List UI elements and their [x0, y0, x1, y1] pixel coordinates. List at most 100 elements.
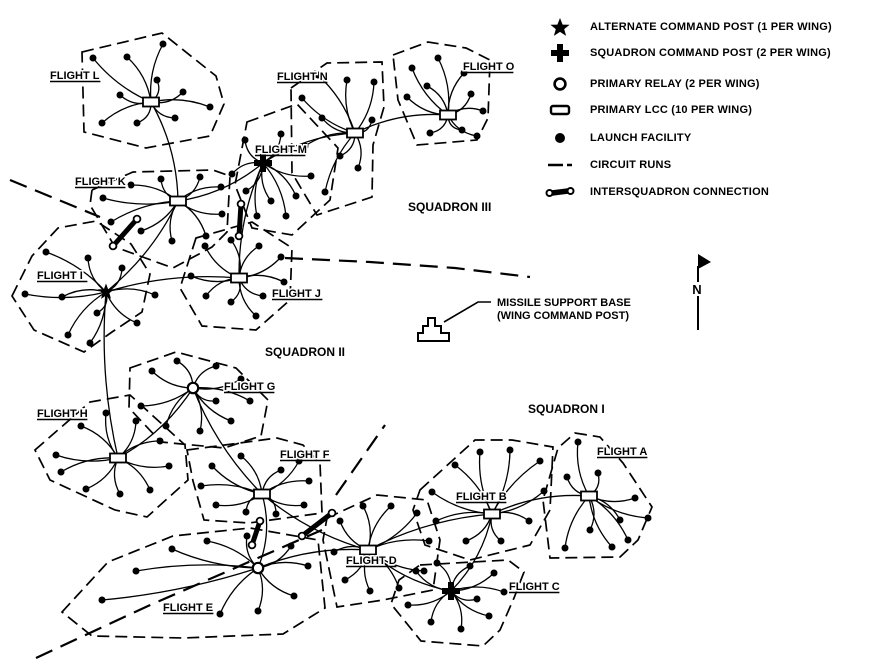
circuit-run [576, 441, 590, 497]
squadron-command-post-marker [442, 582, 460, 600]
flight-label: FLIGHT M [255, 144, 307, 156]
intersquadron-endpoint [132, 214, 142, 224]
flight-label: FLIGHT I [37, 270, 83, 282]
launch-facility-dot [479, 107, 487, 115]
flight-boundary [322, 494, 441, 608]
circuit-run [219, 567, 259, 615]
flight-o [392, 41, 491, 146]
launch-facility-dot [201, 242, 209, 250]
primary-lcc-marker [483, 508, 501, 520]
launch-facility-dot [277, 466, 285, 474]
launch-facility-dot [631, 494, 639, 502]
flight-f [185, 437, 323, 524]
launch-facility-dot [196, 173, 204, 181]
intersquadron-endpoint [234, 231, 244, 241]
launch-facility-dot [412, 567, 420, 575]
launch-facility-dot [227, 298, 235, 306]
launch-facility-dot [227, 236, 235, 244]
launch-facility-dot [473, 132, 481, 140]
launch-facility-dot [254, 607, 262, 615]
flight-n [290, 61, 385, 217]
intersquadron-endpoint [108, 241, 118, 251]
launch-facility-dot [292, 192, 300, 200]
circuit-run [257, 548, 369, 569]
launch-facility-dot [457, 625, 465, 633]
flight-label: FLIGHT O [463, 61, 515, 73]
missile-support-base-leader [443, 301, 491, 323]
launch-facility-dot [473, 595, 481, 603]
flight-m [228, 103, 339, 236]
launch-facility-dot [242, 508, 250, 516]
launch-facility-dot [287, 542, 295, 550]
launch-facility-dot [428, 488, 436, 496]
launch-facility-dot [616, 516, 624, 524]
circuit-run [135, 564, 259, 572]
flight-boundary [81, 32, 225, 149]
circuit-run [262, 162, 287, 217]
launch-facility-dot [179, 88, 187, 96]
launch-facility-dot [187, 272, 195, 280]
launch-facility-dot [536, 457, 544, 465]
circuit-run [102, 197, 179, 205]
flight-label: FLIGHT B [456, 491, 507, 503]
missile-support-base [417, 301, 491, 342]
circuit-run [200, 484, 263, 495]
launch-facility-dot [467, 90, 475, 98]
circuit-run [169, 200, 179, 242]
primary-lcc-icon [540, 99, 580, 121]
launch-facility-dot [159, 40, 167, 48]
circuit-run [257, 561, 309, 569]
circuit-run [564, 495, 590, 549]
legend-label: PRIMARY LCC (10 PER WING) [590, 104, 753, 116]
launch-facility-dot [237, 375, 245, 383]
launch-facility-dot [173, 357, 181, 365]
flight-boundary [290, 61, 385, 217]
launch-facility-dot [574, 438, 582, 446]
legend-label: CIRCUIT RUNS [590, 159, 672, 171]
launch-facility-dot [86, 339, 94, 347]
circuit-run [171, 548, 259, 569]
launch-facility-dot [280, 278, 288, 286]
launch-facility-dot [318, 114, 326, 122]
launch-facility-dot [336, 152, 344, 160]
circuit-run [345, 79, 356, 134]
launch-facility-dot [127, 181, 135, 189]
missile-support-base-label: (WING COMMAND POST) [497, 310, 629, 322]
launch-facility-dot [476, 448, 484, 456]
flight-label: FLIGHT N [277, 71, 328, 83]
launch-facility-dot [403, 93, 411, 101]
launch-facility-dot [93, 309, 101, 317]
primary-relay-marker [186, 381, 200, 395]
launch-facility-dot [506, 446, 514, 454]
launch-facility-dot [434, 54, 442, 62]
flight-label: FLIGHT F [280, 449, 330, 461]
circuit-run [257, 493, 268, 569]
launch-facility-dot [98, 119, 106, 127]
launch-facility-dot [153, 76, 161, 84]
circuit-run [238, 162, 264, 279]
launch-facility-dot [118, 264, 126, 272]
launch-facility-dot [301, 142, 309, 150]
circuit-run [437, 57, 450, 116]
launch-facility-dot [98, 596, 106, 604]
circuit-runs-icon [540, 154, 580, 176]
launch-facility-dot [341, 576, 349, 584]
launch-facility-dot [267, 197, 275, 205]
flight-boundary [390, 559, 526, 647]
alternate-command-post-marker [97, 283, 115, 299]
flight-boundary [412, 439, 554, 561]
launch-facility-dot [300, 501, 308, 509]
launch-facility-dot [423, 82, 431, 90]
flight-l [81, 32, 225, 149]
launch-facility-dot [202, 292, 210, 300]
legend-row-intersquadron-connection: INTERSQUADRON CONNECTION [540, 181, 875, 203]
launch-facility-dot [432, 517, 440, 525]
flight-a [542, 432, 653, 559]
launch-facility-dot [336, 517, 344, 525]
legend-label: LAUNCH FACILITY [590, 132, 692, 144]
primary-lcc-marker [169, 195, 187, 207]
circuit-run [257, 567, 295, 597]
intersquadron-endpoint [327, 508, 337, 518]
launch-facility-dot [298, 94, 306, 102]
